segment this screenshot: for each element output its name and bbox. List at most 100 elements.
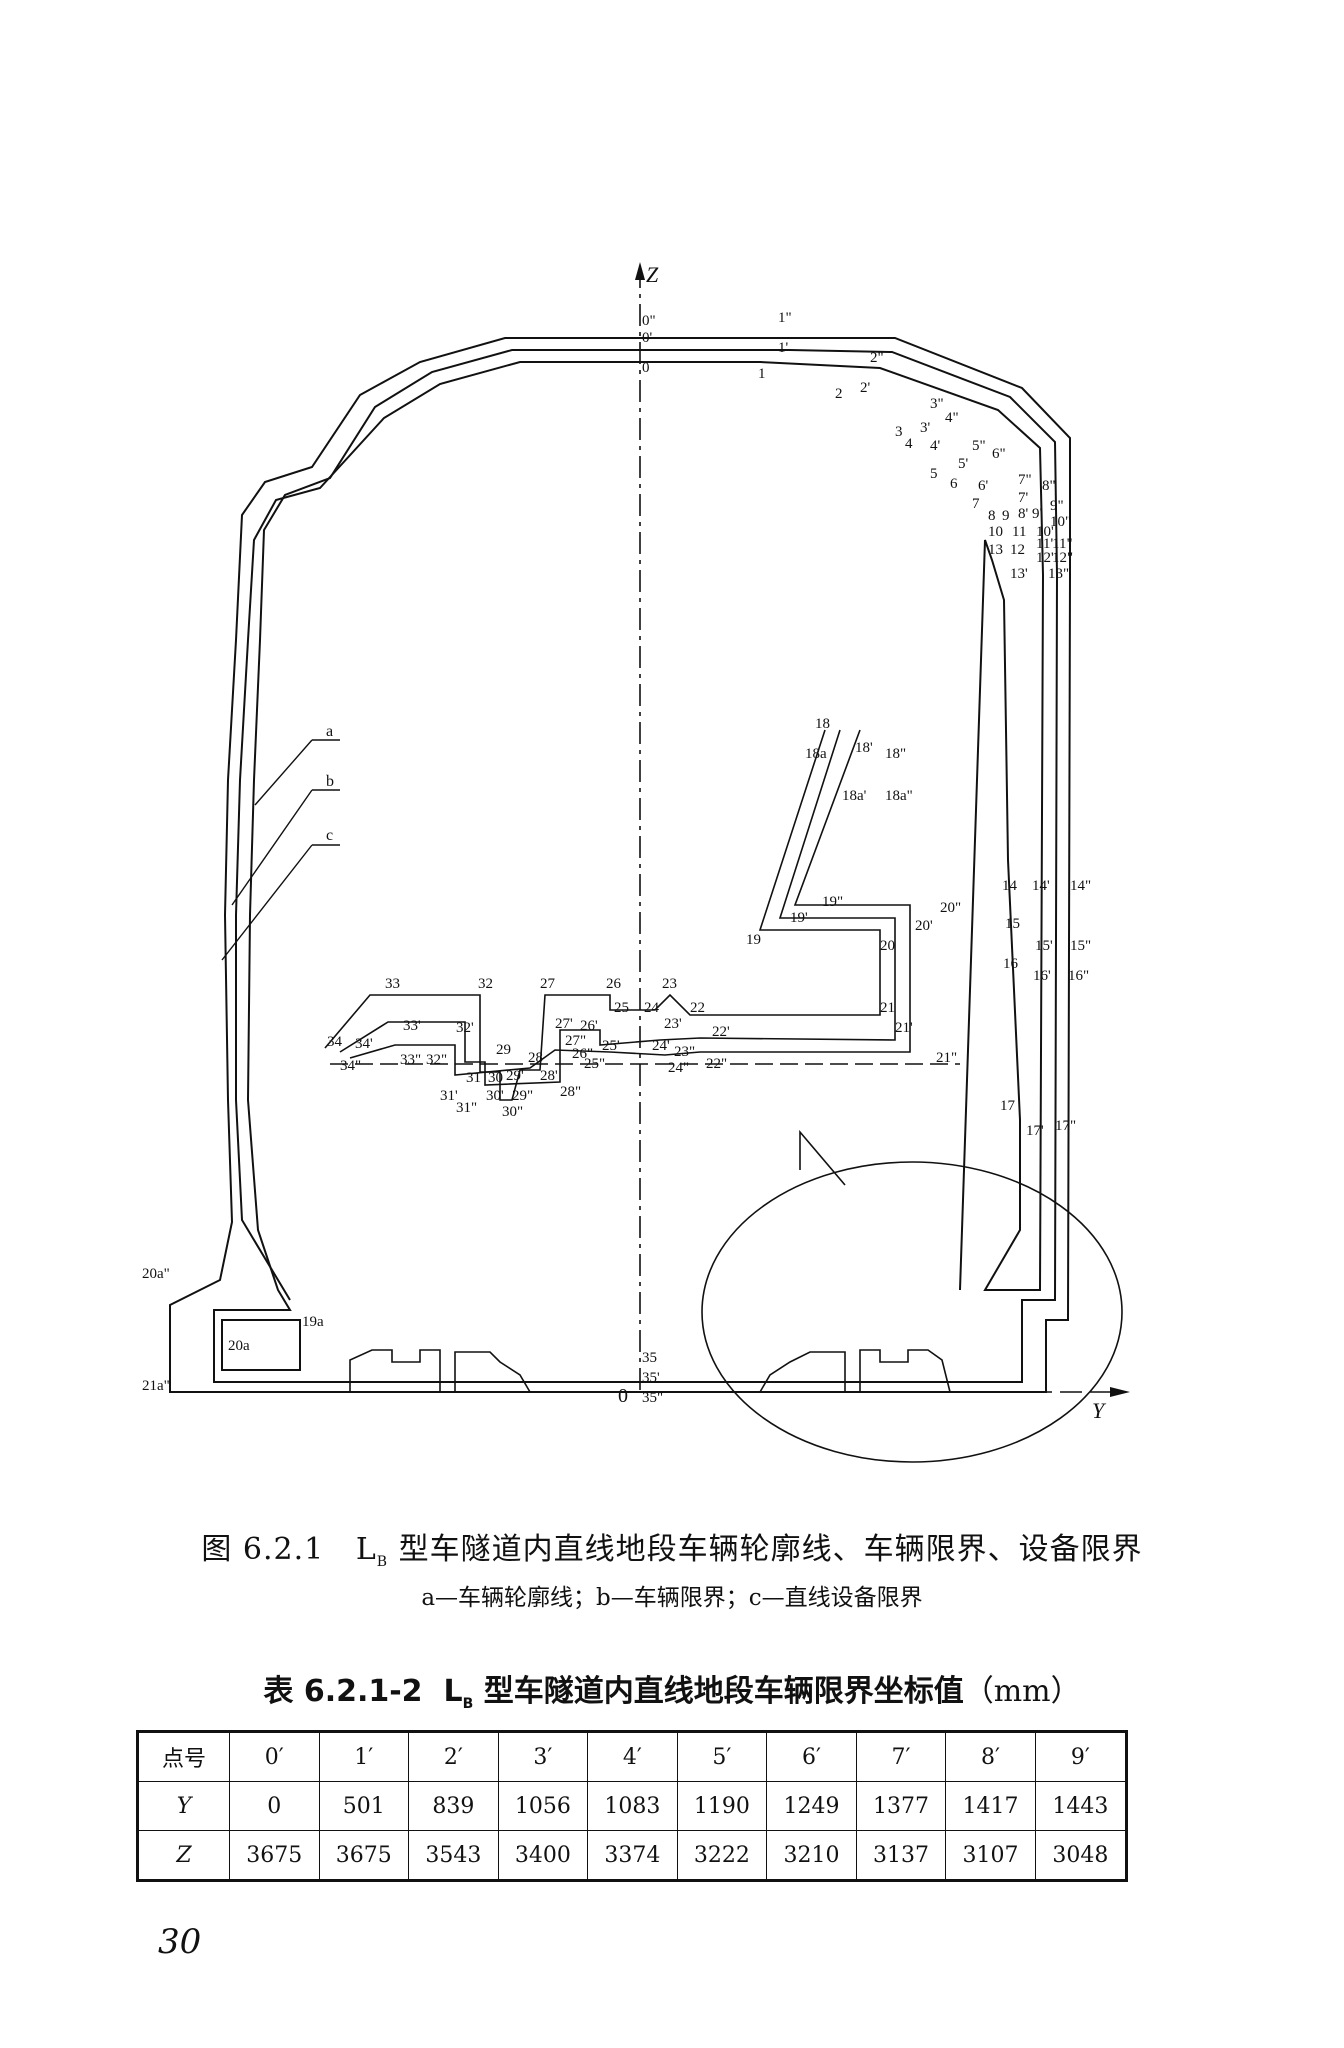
point-label: 18a" [885, 788, 913, 804]
bogie-left-inner2 [349, 729, 911, 1076]
point-label: 25 [614, 1000, 629, 1016]
point-label: 21 [880, 1000, 895, 1016]
outer-contour-c [169, 337, 1071, 1393]
point-label: 10" [1050, 514, 1071, 530]
point-label: 5' [958, 456, 969, 472]
bottom-equipment-mid-left [454, 1351, 531, 1393]
lb-subscript: B [376, 1554, 389, 1570]
point-label: 21a" [142, 1378, 170, 1394]
point-label: 31" [456, 1100, 477, 1116]
curve-label-a: a [326, 723, 333, 740]
point-label: 27 [540, 976, 556, 992]
leader-b [231, 789, 313, 906]
table-title-text: 型车隧道内直线地段车辆限界坐标值 [483, 1674, 964, 1709]
point-label: 8" [1042, 478, 1056, 494]
point-label: 25" [584, 1056, 605, 1072]
point-label: 33' [403, 1018, 421, 1034]
point-label: 14 [1002, 878, 1018, 894]
point-label: 5" [972, 438, 986, 454]
point-label: 24' [652, 1038, 670, 1054]
point-label: 14" [1070, 878, 1091, 894]
point-label: 7 [972, 496, 980, 512]
z-cell: 3222 [676, 1830, 768, 1881]
point-label: 32" [426, 1052, 447, 1068]
point-label: 18' [855, 740, 873, 756]
figure-legend: a—车辆轮廓线；b—车辆限界；c—直线设备限界 [421, 1585, 923, 1611]
point-label: 17 [1000, 1098, 1016, 1114]
point-label: 34' [355, 1036, 373, 1052]
point-label: 27" [565, 1033, 586, 1049]
point-label: 15' [1035, 938, 1053, 954]
z-cell: 3048 [1034, 1830, 1128, 1881]
point-label: 6 [950, 476, 958, 492]
point-label: 35" [642, 1390, 663, 1406]
point-label: 31 [466, 1070, 481, 1086]
point-label: 9 [1002, 508, 1010, 524]
point-label: 9' [1032, 506, 1043, 522]
point-label: 19" [822, 894, 843, 910]
point-label: 8 [988, 508, 996, 524]
point-label: 20a [228, 1338, 250, 1354]
point-label: 0' [642, 330, 653, 346]
point-label: 1 [758, 366, 766, 382]
point-label: 33 [385, 976, 400, 992]
y-axis-arrow [1110, 1387, 1130, 1397]
z-cell: 3675 [229, 1830, 320, 1881]
point-label: 0 [642, 360, 650, 376]
table-row-points: 点号 0′ 1′ 2′ 3′ 4′ 5′ 6′ 7′ 8′ 9′ [137, 1731, 1128, 1782]
point-label: 22' [712, 1024, 730, 1040]
point-cell: 1′ [318, 1731, 410, 1782]
point-label: 12" [1052, 550, 1073, 566]
point-label: 2 [835, 386, 843, 402]
point-label: 2" [870, 350, 884, 366]
point-label: 20' [915, 918, 933, 934]
table-title: 表 6.2.1-2 LB 型车隧道内直线地段车辆限界坐标值（mm） [0, 1666, 1344, 1712]
point-label: 13 [988, 542, 1003, 558]
point-label: 14' [1032, 878, 1050, 894]
point-cell: 6′ [766, 1731, 857, 1782]
point-label: 29' [506, 1068, 524, 1084]
point-label: 15 [1005, 916, 1020, 932]
z-cell: 3675 [318, 1830, 410, 1881]
point-label: 19 [746, 932, 761, 948]
table-lb: L [443, 1674, 463, 1709]
point-cell: 2′ [408, 1731, 499, 1782]
point-label: 22 [690, 1000, 705, 1016]
point-label: 23" [674, 1044, 695, 1060]
point-label: 20" [940, 900, 961, 916]
point-label: 26 [606, 976, 622, 992]
table-row-z: Z 3675 3675 3543 3400 3374 3222 3210 313… [137, 1830, 1128, 1881]
axis-z-label: Z [646, 262, 659, 287]
point-label: 13" [1048, 566, 1069, 582]
point-cell: 9′ [1034, 1731, 1128, 1782]
figure-number: 图 6.2.1 [201, 1532, 325, 1567]
point-label: 11 [1012, 524, 1026, 540]
point-label: 3' [920, 420, 931, 436]
point-label: 18a [805, 746, 827, 762]
detail-callout-pointer [799, 1129, 846, 1186]
point-label: 10' [1036, 524, 1054, 540]
point-label: 16" [1068, 968, 1089, 984]
bogie-left-inner [339, 729, 896, 1086]
point-label: 16 [1003, 956, 1019, 972]
point-label: 1" [778, 310, 792, 326]
point-label: 12' [1036, 550, 1054, 566]
point-label: 5 [930, 466, 938, 482]
point-label: 20 [880, 938, 895, 954]
point-label: 21' [895, 1020, 913, 1036]
point-label: 32 [478, 976, 493, 992]
point-label: 28' [540, 1068, 558, 1084]
inner-contour-a [235, 361, 1045, 1301]
point-label: 23 [662, 976, 677, 992]
point-label: 6" [992, 446, 1006, 462]
table-row-y: Y 0 501 839 1056 1083 1190 1249 1377 141… [137, 1781, 1128, 1831]
point-label: 23' [664, 1016, 682, 1032]
point-label: 4 [905, 436, 913, 452]
point-label: 22" [706, 1056, 727, 1072]
point-label: 34" [340, 1058, 361, 1074]
point-label: 10 [988, 524, 1003, 540]
point-label: 34 [327, 1034, 343, 1050]
z-axis-arrow [635, 262, 645, 280]
curve-label-b: b [326, 773, 334, 790]
